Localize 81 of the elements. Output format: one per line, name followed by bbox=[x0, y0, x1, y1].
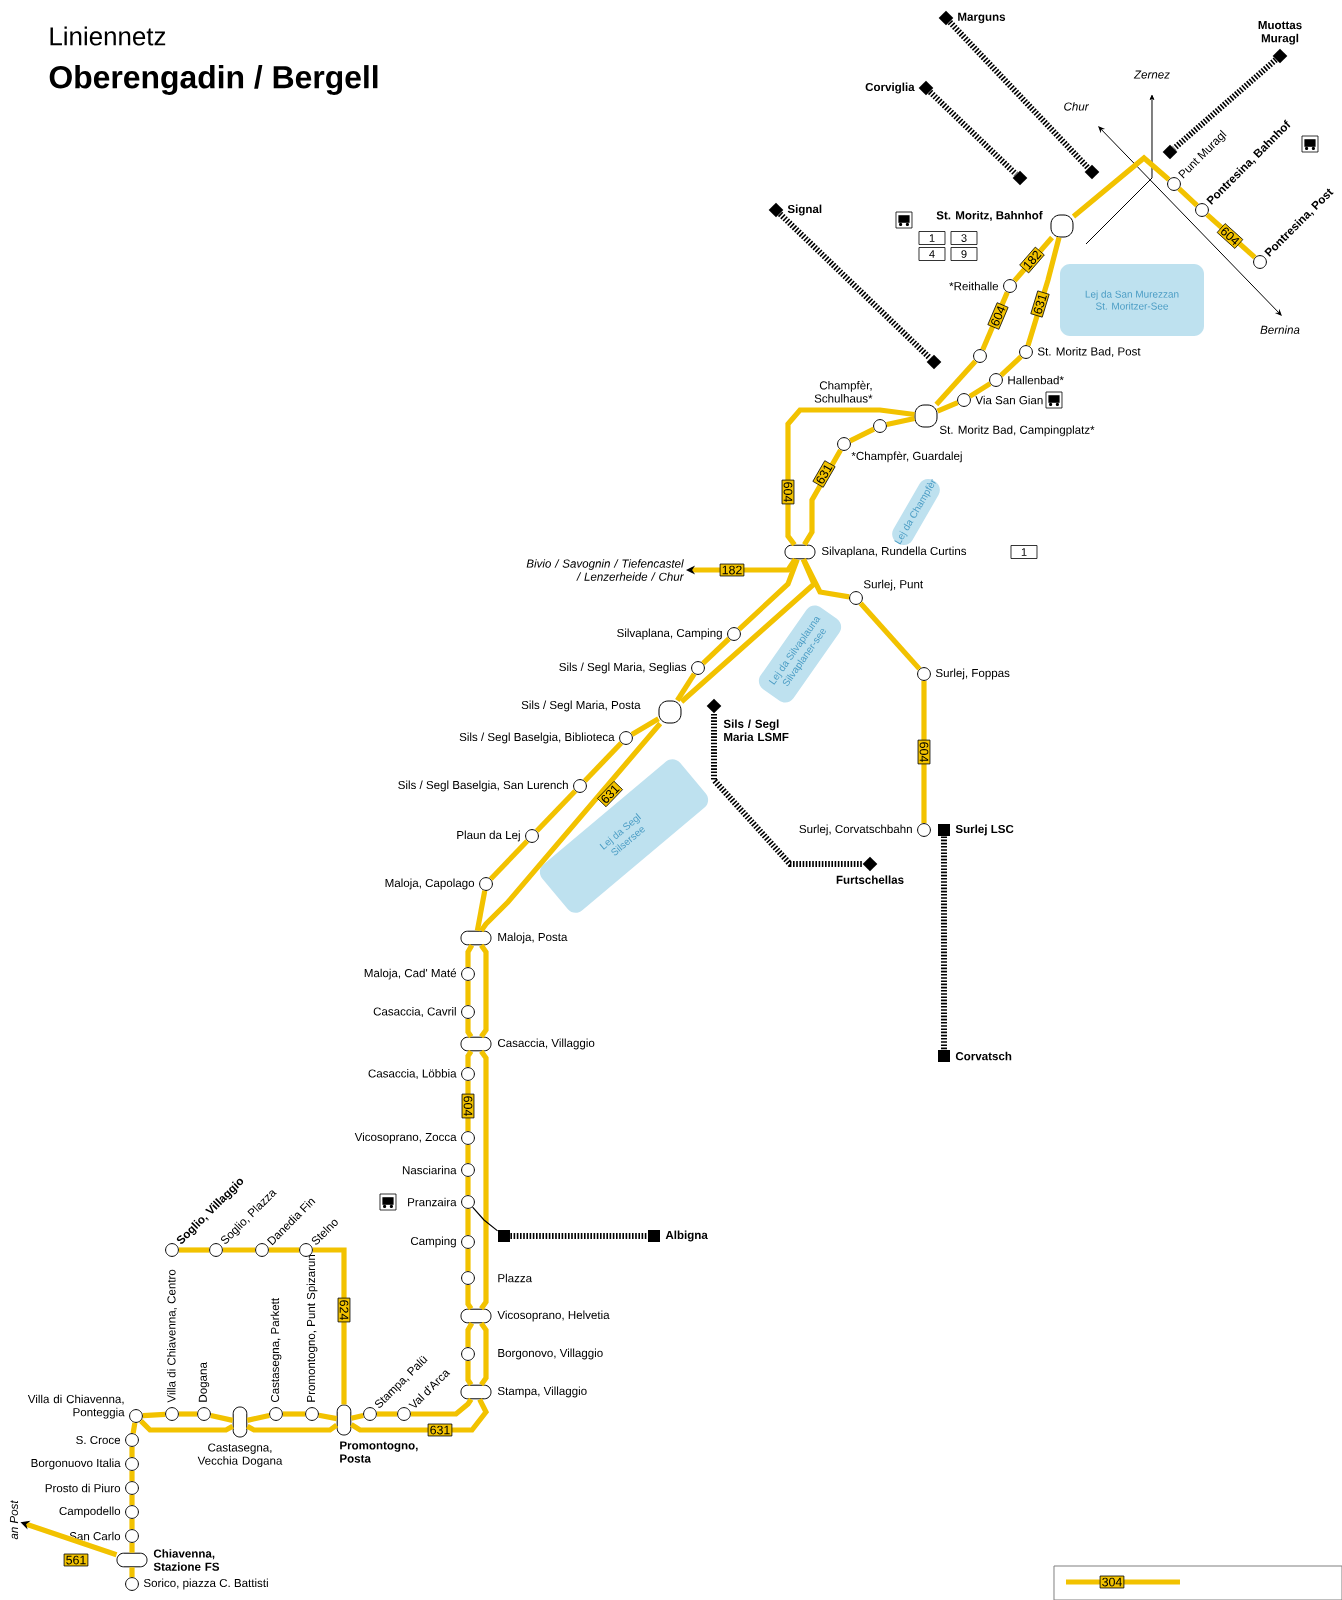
bus-route-line bbox=[479, 1049, 489, 1311]
cable-car-station bbox=[498, 1230, 510, 1242]
bus-route-line bbox=[130, 1422, 138, 1434]
bus-route-line bbox=[479, 943, 489, 1039]
cable-car-line bbox=[947, 20, 1091, 171]
bus-route-line bbox=[376, 1411, 398, 1417]
bus-route-line bbox=[886, 415, 916, 428]
bus-route-line bbox=[479, 721, 663, 933]
leader-line bbox=[471, 1206, 499, 1232]
bus-route-line bbox=[582, 741, 624, 783]
bus-route-line bbox=[934, 359, 978, 407]
bus-route-line bbox=[268, 1247, 300, 1253]
bus-route-line bbox=[465, 1322, 475, 1348]
bus-route-line bbox=[349, 1398, 490, 1433]
bus-stop bbox=[973, 349, 987, 363]
bus-route-line bbox=[534, 789, 578, 833]
cable-car-station bbox=[1012, 170, 1028, 186]
bus-route-line bbox=[980, 291, 1010, 351]
bus-route-line bbox=[474, 890, 488, 932]
bus-route-line bbox=[129, 1494, 135, 1506]
bus-route-line bbox=[142, 1411, 166, 1419]
bus-route-line bbox=[465, 980, 471, 1006]
bus-route-line bbox=[1025, 236, 1062, 347]
bus-route-line bbox=[1012, 235, 1054, 283]
cable-car-station bbox=[1162, 144, 1178, 160]
bus-route-line bbox=[465, 944, 475, 968]
bus-route-line bbox=[465, 1208, 471, 1236]
cable-car-line bbox=[927, 89, 1019, 177]
bus-route-line bbox=[129, 1518, 135, 1530]
bus-route-line bbox=[1071, 154, 1171, 219]
bus-route-line bbox=[350, 1413, 364, 1421]
bus-route-line bbox=[465, 1176, 471, 1196]
bus-route-line bbox=[465, 1248, 471, 1272]
cable-car-line bbox=[777, 211, 933, 361]
bus-route-line bbox=[129, 1542, 135, 1553]
cable-car-line bbox=[510, 1233, 648, 1239]
bus-route-line bbox=[936, 400, 959, 414]
bus-route-line bbox=[246, 1412, 270, 1423]
bus-route-line bbox=[129, 1470, 135, 1482]
bus-route-line bbox=[686, 557, 798, 575]
bus-route-line bbox=[785, 407, 915, 547]
bus-route-line bbox=[210, 1412, 234, 1423]
bus-route-line bbox=[318, 1412, 338, 1422]
cable-car-station bbox=[1084, 164, 1100, 180]
bus-route-line bbox=[488, 839, 530, 881]
bus-route-line bbox=[801, 558, 850, 600]
bus-route-line bbox=[139, 1419, 234, 1433]
bus-route-line bbox=[479, 1321, 489, 1387]
bus-route-line bbox=[465, 1049, 474, 1068]
bus-route-line bbox=[737, 558, 800, 632]
bus-route-line bbox=[679, 558, 818, 704]
bus-route-line bbox=[849, 426, 875, 444]
bus-route-line bbox=[1177, 186, 1199, 208]
bus-route-line bbox=[999, 354, 1023, 378]
bus-route-line bbox=[465, 1284, 474, 1311]
bus-route-line bbox=[222, 1247, 256, 1253]
cable-car-station bbox=[926, 354, 942, 370]
bus-route-line bbox=[630, 716, 660, 737]
bus-route-line bbox=[312, 1247, 347, 1405]
bus-route-line bbox=[178, 1411, 198, 1417]
bus-route-line bbox=[465, 1080, 471, 1132]
bus-route-line bbox=[701, 636, 731, 666]
bus-route-line bbox=[465, 1018, 474, 1039]
bus-route-line bbox=[968, 381, 992, 399]
bus-route-line bbox=[178, 1247, 210, 1253]
cable-car-line bbox=[1172, 57, 1278, 151]
bus-route-line bbox=[675, 672, 697, 702]
bus-route-line bbox=[858, 601, 922, 671]
bus-route-line bbox=[802, 448, 843, 547]
cable-car-line bbox=[711, 713, 863, 867]
bus-route-line bbox=[282, 1411, 306, 1417]
bus-route-line bbox=[246, 1423, 339, 1433]
bus-route-line bbox=[410, 1397, 474, 1417]
bus-route-line bbox=[921, 680, 927, 824]
bus-route-line bbox=[129, 1446, 135, 1458]
cable-car-line bbox=[941, 836, 947, 1050]
bus-route-line bbox=[129, 1567, 135, 1578]
title: Liniennetz bbox=[50, 26, 166, 46]
bus-route-line bbox=[465, 1144, 471, 1164]
bus-route-line bbox=[465, 1360, 474, 1387]
heading: Oberengadin / Bergell bbox=[49, 65, 378, 95]
